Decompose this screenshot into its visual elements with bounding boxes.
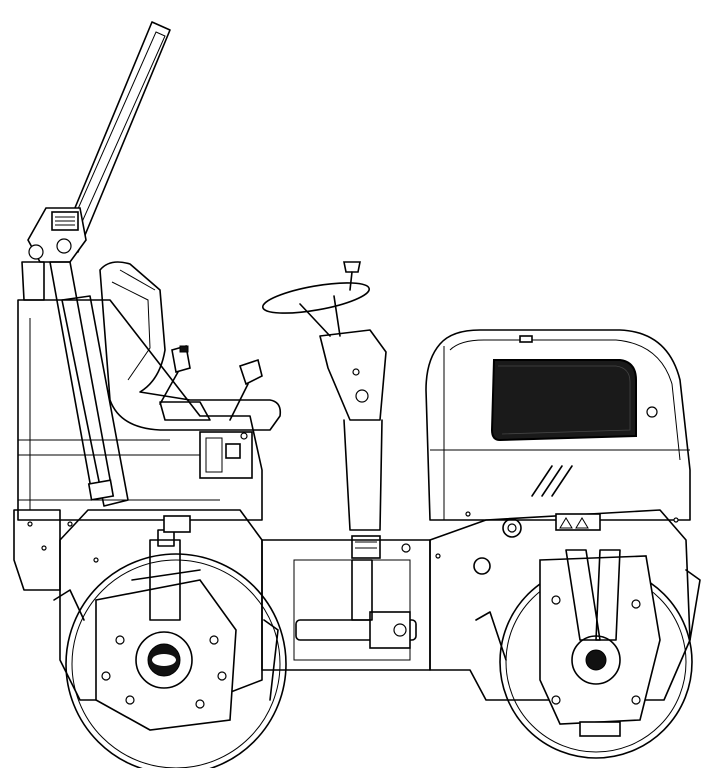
- chassis-frame: [261, 539, 431, 671]
- hinge-bolt-right-icon: [56, 238, 72, 254]
- operator-seat: [99, 261, 282, 431]
- steering-wheel: [261, 261, 387, 559]
- mount-bolts: [67, 511, 679, 563]
- decal-front: [555, 513, 601, 531]
- engine-hood: [425, 329, 691, 521]
- rear-drum: [53, 509, 287, 768]
- control-box: [199, 431, 253, 479]
- engine-grille: [490, 359, 637, 442]
- decal-rear: [163, 515, 191, 533]
- front-drum: [429, 509, 701, 759]
- rear-body: [13, 299, 263, 591]
- rollover-bar: [21, 21, 171, 507]
- hinge-bolt-left-icon: [28, 244, 44, 260]
